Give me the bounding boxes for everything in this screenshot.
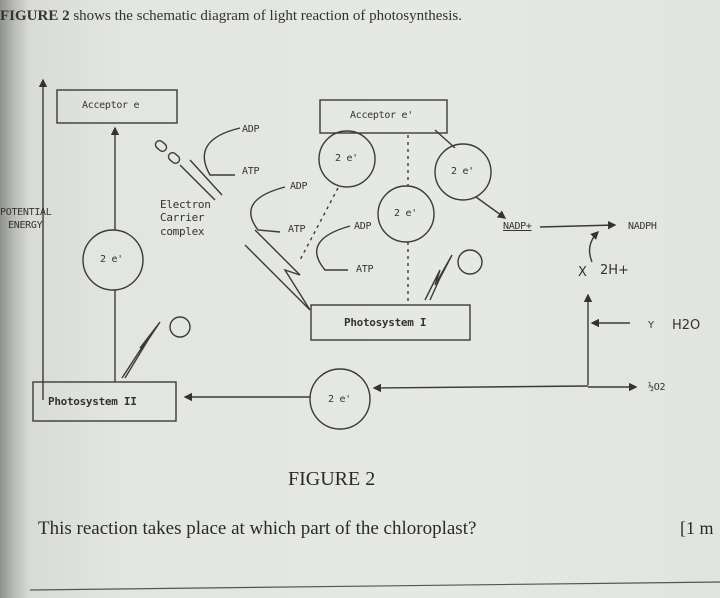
figure-caption: FIGURE 2	[288, 468, 376, 490]
light-beam-icon	[244, 229, 311, 311]
electron-label-1: 2 e'	[335, 153, 358, 164]
electron-label-2: 2 e'	[394, 208, 417, 219]
nadp-label: NADP+	[503, 221, 532, 232]
atp-label-2: ATP	[288, 224, 306, 235]
photosystem-2-box	[32, 381, 177, 422]
atp-cycle-arrow-1	[203, 127, 241, 176]
oxygen-label: ½O2	[648, 382, 666, 393]
atp-cycle-arrow-2	[250, 186, 286, 233]
y-label: Y	[648, 320, 655, 331]
atp-label-1: ATP	[242, 166, 260, 177]
carrier-label-3: complex	[160, 225, 205, 238]
nadph-label: NADPH	[628, 221, 657, 232]
acceptor-left-label: Acceptor e	[82, 100, 140, 111]
atp-label-3: ATP	[356, 264, 374, 275]
carrier-label-1: Electron	[160, 198, 211, 211]
question-text: This reaction takes place at which part …	[38, 518, 477, 539]
electron-circle-3	[434, 143, 492, 201]
electron-label-bottom: 2 e'	[328, 394, 351, 405]
adp-label-3: ADP	[354, 221, 372, 232]
acceptor-left-box	[56, 89, 178, 124]
electron-circle-bottom	[309, 368, 371, 430]
x-label: X	[578, 265, 587, 280]
pigment-circle-icon-psi	[457, 249, 483, 275]
photosystem-1-label: Photosystem I	[344, 316, 427, 329]
electron-circle-2	[377, 185, 435, 243]
answer-line	[29, 581, 720, 591]
axis-label-2: ENERGY	[8, 220, 43, 231]
adp-label-1: ADP	[242, 124, 260, 135]
photosystem-2-label: Photosystem II	[48, 395, 137, 408]
carrier-label-2: Carrier	[160, 211, 205, 224]
lightning-icon	[121, 321, 161, 379]
axis-label-1: POTENTIAL	[0, 207, 52, 218]
y-value: H2O	[672, 318, 701, 333]
carrier-shape	[154, 140, 168, 152]
figure-ref: FIGURE 2	[0, 8, 70, 24]
question-marks: [1 m	[680, 518, 714, 538]
x-value: 2H+	[600, 263, 629, 278]
electron-label-3: 2 e'	[451, 166, 474, 177]
electron-circle-1	[318, 130, 376, 188]
electron-circle-psii	[82, 229, 144, 291]
atp-cycle-arrow-3	[315, 225, 351, 271]
lightning-icon-psi	[424, 254, 453, 301]
electron-label-psii: 2 e'	[100, 254, 123, 265]
intro-sentence: shows the schematic diagram of light rea…	[69, 8, 463, 24]
carrier-shape	[167, 152, 181, 164]
acceptor-right-label: Acceptor e'	[350, 110, 413, 121]
adp-label-2: ADP	[290, 181, 308, 192]
photosystem-1-box	[310, 304, 471, 341]
acceptor-right-box	[319, 99, 448, 134]
pigment-circle-icon	[169, 316, 191, 338]
intro-text: FIGURE 2 shows the schematic diagram of …	[0, 8, 462, 25]
